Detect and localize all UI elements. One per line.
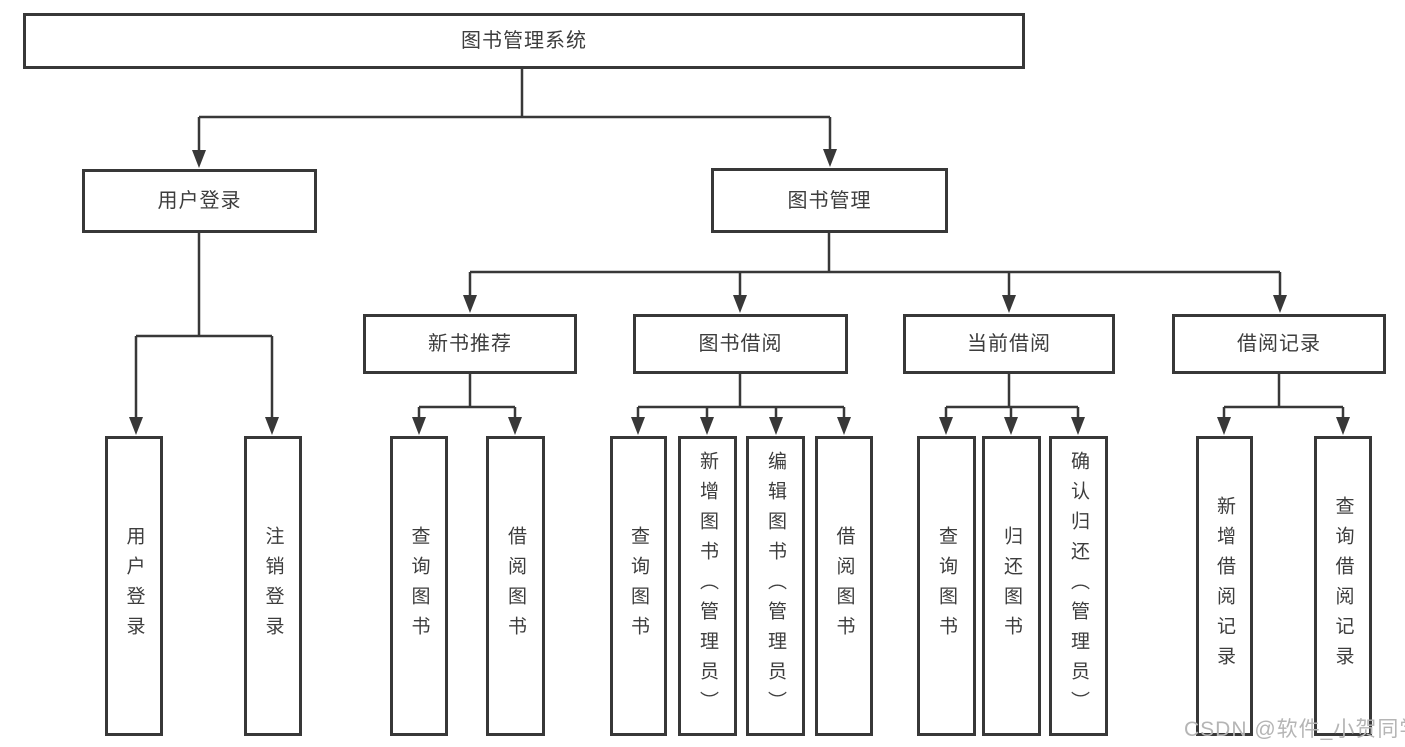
leaf-user-login: 用户登录 xyxy=(105,436,163,736)
leaf-query-books-borrowing: 查询图书 xyxy=(610,436,667,736)
leaf-query-books-recommend: 查询图书 xyxy=(390,436,448,736)
node-current-borrowing: 当前借阅 xyxy=(903,314,1115,374)
node-library-management-system: 图书管理系统 xyxy=(23,13,1025,69)
leaf-query-borrow-record: 查询借阅记录 xyxy=(1314,436,1372,736)
leaf-borrow-books-recommend: 借阅图书 xyxy=(486,436,545,736)
node-book-borrowing: 图书借阅 xyxy=(633,314,848,374)
leaf-logout: 注销登录 xyxy=(244,436,302,736)
watermark: CSDN @软件_小贺同学 xyxy=(1184,718,1405,741)
leaf-borrow-books-borrowing: 借阅图书 xyxy=(815,436,873,736)
leaf-add-borrow-record: 新增借阅记录 xyxy=(1196,436,1253,736)
leaf-edit-books-admin: 编辑图书（管理员） xyxy=(746,436,805,736)
node-borrowing-records: 借阅记录 xyxy=(1172,314,1386,374)
leaf-confirm-return-admin: 确认归还（管理员） xyxy=(1049,436,1108,736)
node-book-management: 图书管理 xyxy=(711,168,948,233)
node-user-login-branch: 用户登录 xyxy=(82,169,317,233)
tree-edges xyxy=(134,69,1345,420)
leaf-return-books: 归还图书 xyxy=(982,436,1041,736)
leaf-query-books-current: 查询图书 xyxy=(917,436,976,736)
node-new-book-recommendation: 新书推荐 xyxy=(363,314,577,374)
leaf-add-books-admin: 新增图书（管理员） xyxy=(678,436,737,736)
